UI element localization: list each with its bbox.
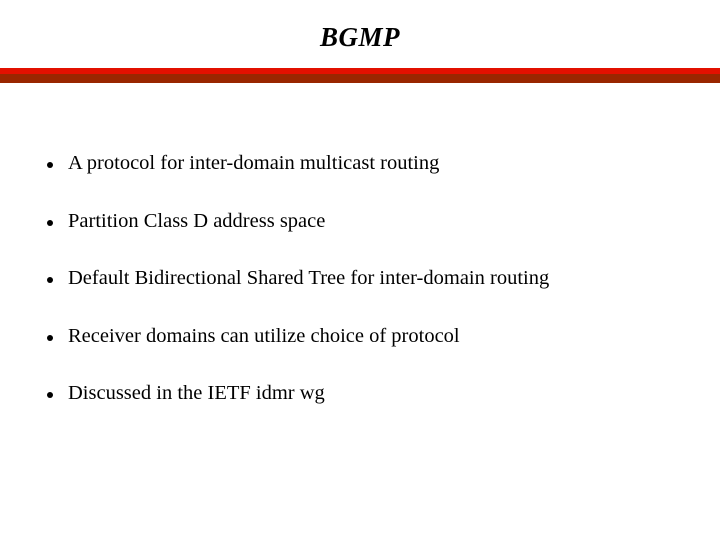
list-item: Default Bidirectional Shared Tree for in… [0,265,720,323]
title-divider-bar [0,68,720,83]
divider-bottom-stripe [0,74,720,83]
divider-top-stripe [0,68,720,74]
bullet-list: A protocol for inter-domain multicast ro… [0,150,720,438]
bullet-dot-icon [47,162,53,168]
list-item: Receiver domains can utilize choice of p… [0,323,720,381]
list-item-label: Receiver domains can utilize choice of p… [68,324,460,347]
list-item: Discussed in the IETF idmr wg [0,380,720,438]
list-item: A protocol for inter-domain multicast ro… [0,150,720,208]
list-item-label: Partition Class D address space [68,209,326,232]
list-item-label: A protocol for inter-domain multicast ro… [68,152,440,174]
list-item-label: Discussed in the IETF idmr wg [68,382,325,404]
page-title: BGMP [319,22,400,52]
bullet-dot-icon [47,277,53,283]
bullet-dot-icon [47,392,53,398]
list-item-label: Default Bidirectional Shared Tree for in… [68,267,550,289]
bullet-dot-icon [47,219,53,226]
list-item: Partition Class D address space [0,208,720,266]
bullet-dot-icon [47,334,53,341]
